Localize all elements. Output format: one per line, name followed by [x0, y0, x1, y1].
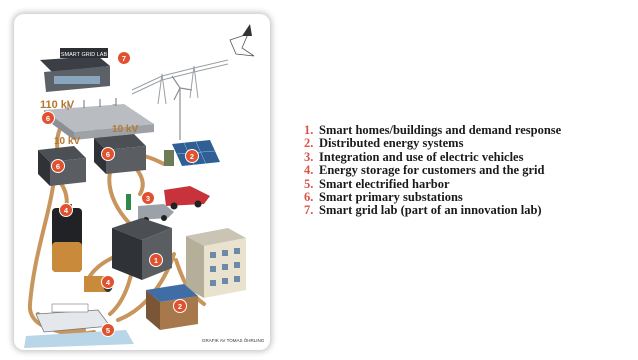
- badge-2-solar: 2: [185, 149, 199, 163]
- badge-6-substation: 6: [41, 111, 55, 125]
- legend-number: 4.: [304, 163, 314, 178]
- electric-vehicles: [126, 186, 210, 223]
- badge-4-small: 4: [101, 275, 115, 289]
- badge-5: 5: [101, 323, 115, 337]
- badge-1: 1: [149, 253, 163, 267]
- distributed-energy-site: [146, 284, 198, 330]
- badge-4-battery: 4: [59, 203, 73, 217]
- svg-text:3: 3: [146, 194, 150, 203]
- svg-text:7: 7: [122, 54, 126, 63]
- substation-10kv-right: 10 kV: [94, 124, 146, 174]
- badge-6-right: 6: [101, 147, 115, 161]
- substation-voltage-label: 110 kV: [40, 99, 75, 111]
- voltage-label-right: 10 kV: [112, 124, 138, 135]
- svg-text:6: 6: [56, 162, 60, 171]
- lab-sign: SMART GRID LAB: [61, 52, 108, 58]
- legend-number: 3.: [304, 149, 314, 164]
- legend-number: 2.: [304, 136, 314, 151]
- wind-turbine: [171, 75, 193, 140]
- legend-number: 5.: [304, 176, 314, 191]
- svg-text:4: 4: [106, 278, 111, 287]
- svg-text:6: 6: [46, 114, 50, 123]
- substation-110kv: 110 kV: [40, 98, 154, 140]
- bird-illustration: [229, 24, 255, 57]
- legend-text: Smart grid lab (part of an innovation la…: [319, 203, 542, 218]
- legend-text: Integration and use of electric vehicles: [319, 149, 524, 164]
- smart-grid-lab-building: SMART GRID LAB: [40, 48, 110, 92]
- legend-item: 6. Smart primary substations: [304, 190, 561, 205]
- legend-item: 7. Smart grid lab (part of an innovation …: [304, 203, 561, 218]
- legend-number: 7.: [304, 203, 314, 218]
- badge-2-site: 2: [173, 299, 187, 313]
- legend-item: 3. Integration and use of electric vehicl…: [304, 149, 561, 164]
- legend-text: Smart primary substations: [319, 190, 463, 205]
- legend-text: Energy storage for customers and the gri…: [319, 163, 545, 178]
- badge-7: 7: [117, 51, 131, 65]
- legend-list: 1. Smart homes/buildings and demand respo…: [304, 123, 562, 218]
- legend-item: 1. Smart homes/buildings and demand respo…: [304, 123, 562, 137]
- legend-item: 4. Energy storage for customers and the g…: [304, 163, 561, 178]
- legend-number: 1.: [304, 123, 314, 137]
- svg-text:2: 2: [178, 302, 182, 311]
- apartment-building: [186, 228, 246, 298]
- legend-text: Smart electrified harbor: [319, 176, 450, 191]
- badge-3: 3: [141, 191, 155, 205]
- graphic-credit: GRAFIK AV TOMAS ÖHRLING: [202, 337, 265, 343]
- legend-text: Smart homes/buildings and demand respons…: [319, 123, 562, 137]
- legend-item: 5. Smart electrified harbor: [304, 176, 561, 191]
- legend-number: 6.: [304, 190, 314, 205]
- voltage-label-left: 10 kV: [54, 136, 80, 147]
- svg-text:2: 2: [190, 152, 194, 161]
- number-badges: 7 6 6 6 2 3 4 1 4 2 5: [41, 51, 199, 337]
- svg-text:5: 5: [106, 326, 110, 335]
- svg-text:6: 6: [106, 150, 110, 159]
- transmission-lines: [131, 59, 229, 105]
- electrified-harbor-ship: [24, 303, 134, 348]
- smart-grid-illustration: SMART GRID LAB 110 kV: [14, 14, 270, 350]
- legend-text: Distributed energy systems: [319, 136, 464, 151]
- battery-storage: [52, 204, 82, 272]
- legend-item: 2. Distributed energy systems: [304, 136, 561, 151]
- svg-text:4: 4: [64, 206, 69, 215]
- badge-6-left: 6: [51, 159, 65, 173]
- svg-text:1: 1: [154, 256, 158, 265]
- smart-house: [112, 218, 172, 280]
